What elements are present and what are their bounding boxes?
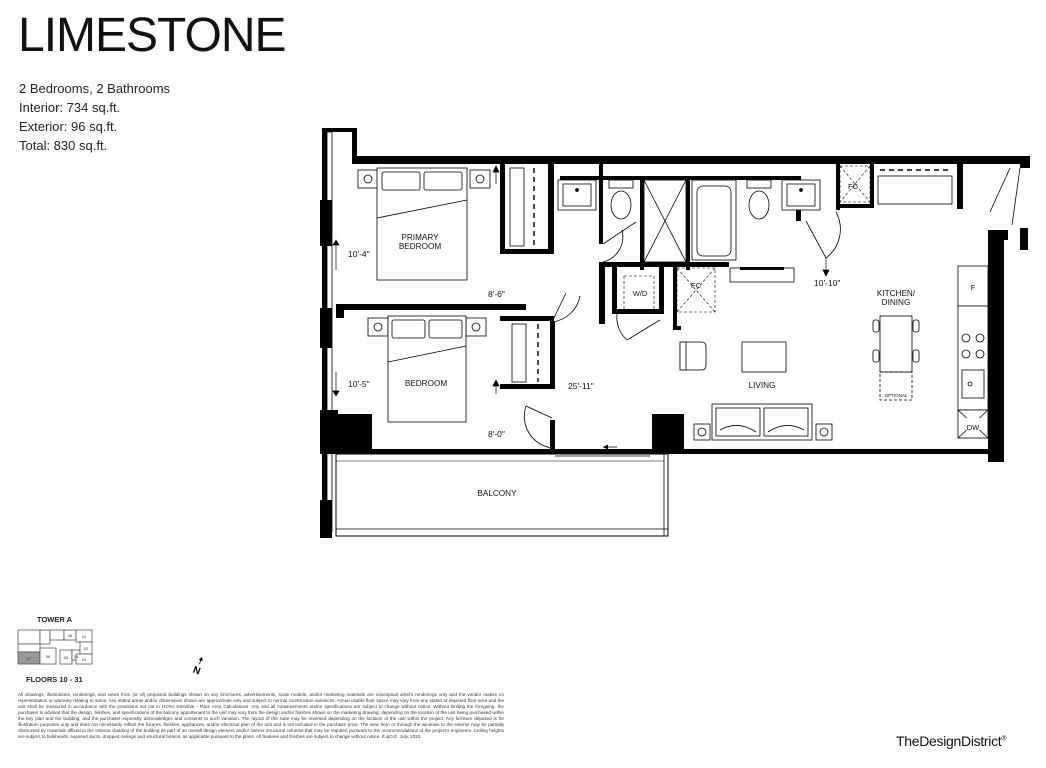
spec-bedrooms: 2 Bedrooms, 2 Bathrooms (19, 81, 171, 96)
svg-text:04: 04 (74, 654, 79, 659)
dimension-arrows (332, 165, 830, 397)
tv-console (729, 267, 795, 283)
svg-text:05: 05 (64, 655, 69, 660)
fc-crosses (623, 165, 871, 313)
svg-text:01: 01 (82, 634, 87, 639)
closet-shelves (509, 167, 953, 383)
secondary-bed (367, 315, 487, 423)
brand-name: TheDesignDistrict (896, 733, 1002, 749)
columns (338, 414, 684, 454)
svg-text:07: 07 (27, 656, 32, 661)
fixture-labels: FC FC W/D F DW (633, 182, 980, 432)
brand-mark: ® (1001, 735, 1007, 743)
west-windows (320, 131, 338, 538)
keyplan-floors: FLOORS 10 - 31 (26, 675, 83, 684)
bath-fixtures (557, 179, 821, 263)
spec-exterior: Exterior: 96 sq.ft. (19, 119, 118, 134)
brand-logo: TheDesignDistrict® (896, 733, 1007, 749)
spec-interior: Interior: 734 sq.ft. (19, 100, 121, 115)
spec-total: Total: 830 sq.ft. (19, 138, 108, 153)
north-arrow-icon: N (191, 656, 203, 678)
label-fc-hall: FC (691, 281, 702, 290)
svg-text:02: 02 (84, 646, 89, 651)
dim-kitchen-width: 10'-10" (814, 278, 840, 288)
label-fridge: F (971, 283, 976, 292)
label-primary-bedroom-2: BEDROOM (399, 242, 441, 251)
label-balcony: BALCONY (477, 489, 517, 498)
dim-primary-bedroom-depth: 8'-6" (488, 289, 505, 299)
legal-disclaimer: All drawings, illustrations, renderings,… (18, 692, 504, 739)
closet-rods (533, 168, 950, 382)
keyplan-suite-numbers: 01 02 03 04 05 06 07 08 (27, 633, 89, 662)
label-kitchen-1: KITCHEN/ (877, 289, 916, 298)
dining-table (872, 315, 920, 401)
keyplan: TOWER A 01 02 03 04 05 06 07 08 FLOORS 1… (17, 615, 93, 684)
svg-text:03: 03 (82, 657, 87, 662)
primary-bed (357, 167, 491, 281)
living-furniture (679, 341, 833, 441)
dimension-labels: 10'-4" 10'-5" 8'-6" 8'-0" 25'-11" 10'-10… (348, 249, 840, 439)
dim-bedroom-width: 10'-5" (348, 379, 370, 389)
label-fc-entry: FC (848, 182, 859, 191)
room-labels: PRIMARY BEDROOM BEDROOM LIVING KITCHEN/ … (399, 233, 916, 498)
unit-specs: 2 Bedrooms, 2 Bathrooms Interior: 734 sq… (19, 79, 170, 155)
keyplan-building (17, 629, 93, 665)
north-label: N (191, 665, 202, 678)
label-living: LIVING (749, 381, 776, 390)
label-primary-bedroom-1: PRIMARY (401, 233, 439, 242)
svg-text:08: 08 (68, 633, 73, 638)
dim-bedroom-depth: 8'-0" (488, 429, 505, 439)
kitchen-counter (957, 265, 989, 439)
label-optional: OPTIONAL (885, 393, 908, 398)
dim-primary-bedroom-width: 10'-4" (348, 249, 370, 259)
label-bedroom: BEDROOM (405, 379, 447, 388)
keyplan-tower: TOWER A (37, 615, 73, 624)
balcony (335, 444, 669, 537)
label-dishwasher: DW (967, 423, 980, 432)
svg-text:06: 06 (46, 654, 51, 659)
label-wd: W/D (633, 289, 648, 298)
tv-screen (740, 267, 784, 270)
dim-living-depth: 25'-11" (568, 381, 594, 391)
unit-name: LIMESTONE (18, 9, 287, 62)
label-kitchen-2: DINING (882, 298, 911, 307)
door-swings (523, 167, 1021, 449)
